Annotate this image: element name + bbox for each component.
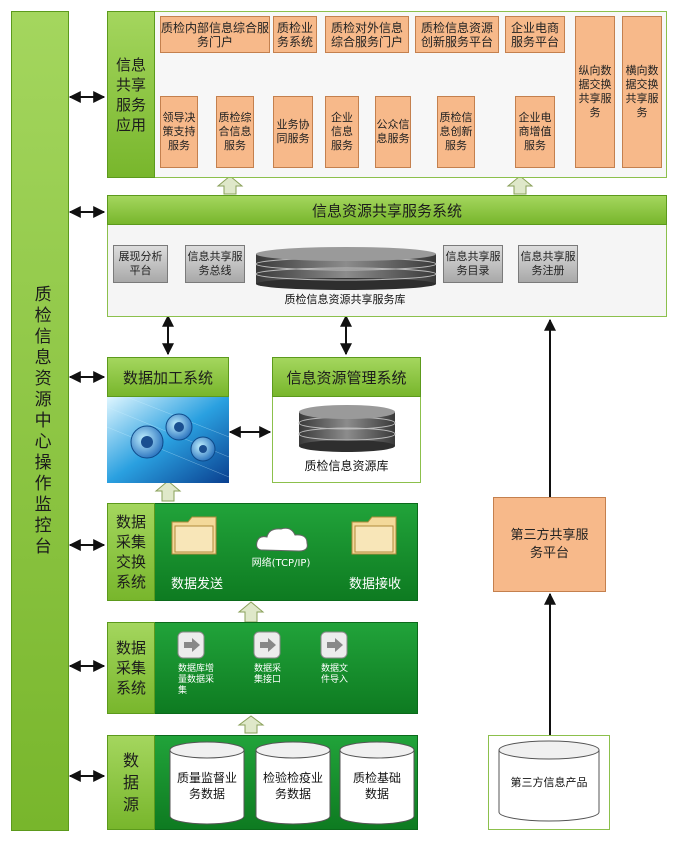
sources-title: 数据源 — [122, 750, 139, 814]
send-label: 数据发送 — [170, 577, 223, 592]
send-folder-icon — [171, 516, 217, 555]
shared-db-label: 质检信息资源共享服务库 — [284, 293, 406, 306]
monitor-label: 质检信息资源中心操作监控台 — [30, 284, 51, 558]
service-decision: 领导决策支持服务 — [160, 96, 198, 168]
collection-system-title-box: 数据采集系统 — [107, 622, 155, 714]
service-public: 公众信息服务 — [375, 96, 411, 168]
shared-db-icon — [255, 247, 437, 290]
resource-db-label: 质检信息资源库 — [304, 459, 389, 473]
source-label-inspection: 检验检疫业务数据 — [262, 771, 323, 801]
portal-business: 质检业务系统 — [273, 16, 317, 53]
portal-external: 质检对外信息综合服务门户 — [325, 16, 409, 53]
vertical-exchange-service: 纵向数据交换共享服务 — [575, 16, 615, 168]
service-catalog-button: 信息共享服务目录 — [443, 245, 503, 283]
gears-image — [107, 397, 229, 483]
network-cloud-icon — [256, 527, 308, 552]
incremental-collect-icon — [177, 631, 205, 659]
service-collaboration: 业务协同服务 — [273, 96, 313, 168]
service-innovation: 质检信息创新服务 — [437, 96, 475, 168]
sources-title-box: 数据源 — [107, 735, 155, 830]
third-party-platform: 第三方共享服务平台 — [493, 497, 606, 592]
service-comprehensive: 质检综合信息服务 — [216, 96, 254, 168]
management-title: 信息资源管理系统 — [272, 357, 421, 397]
exchange-system-title: 数据采集交换系统 — [115, 513, 146, 591]
resource-db-icon — [298, 405, 396, 452]
collect-interface-label: 数据采集接口 — [254, 664, 282, 685]
service-enterprise: 企业信息服务 — [325, 96, 359, 168]
collect-interface-icon — [253, 631, 281, 659]
source-db-inspection — [255, 741, 331, 825]
file-import-icon — [320, 631, 348, 659]
exchange-system-title-box: 数据采集交换系统 — [107, 503, 155, 601]
source-db-basic — [339, 741, 415, 825]
third-party-product-label: 第三方信息产品 — [510, 776, 588, 789]
processing-title: 数据加工系统 — [107, 357, 229, 397]
network-label: 网络(TCP/IP) — [251, 558, 311, 569]
file-import-label: 数据文件导入 — [321, 664, 349, 685]
receive-label: 数据接收 — [348, 577, 401, 592]
collection-system-title: 数据采集系统 — [115, 639, 146, 697]
analysis-platform-button: 展现分析平台 — [113, 245, 168, 283]
source-label-quality: 质量监督业务数据 — [176, 771, 237, 801]
service-bus-button: 信息共享服务总线 — [185, 245, 245, 283]
app-layer-title-box: 信息共享服务应用 — [107, 11, 155, 178]
sharing-system-title: 信息资源共享服务系统 — [107, 195, 667, 225]
portal-ecommerce: 企业电商服务平台 — [505, 16, 565, 53]
service-ecommerce-value: 企业电商增值服务 — [515, 96, 555, 168]
incremental-collect-label: 数据库增量数据采集 — [178, 664, 215, 696]
portal-internal: 质检内部信息综合服务门户 — [160, 16, 270, 53]
receive-folder-icon — [351, 516, 397, 555]
source-db-quality — [169, 741, 245, 825]
app-layer-title: 信息共享服务应用 — [115, 55, 146, 134]
portal-innovation: 质检信息资源创新服务平台 — [415, 16, 499, 53]
source-label-basic: 质检基础数据 — [352, 771, 401, 801]
service-registry-button: 信息共享服务注册 — [518, 245, 578, 283]
horizontal-exchange-service: 横向数据交换共享服务 — [622, 16, 662, 168]
monitor-console: 质检信息资源中心操作监控台 — [11, 11, 69, 831]
third-party-db-icon — [498, 740, 600, 822]
